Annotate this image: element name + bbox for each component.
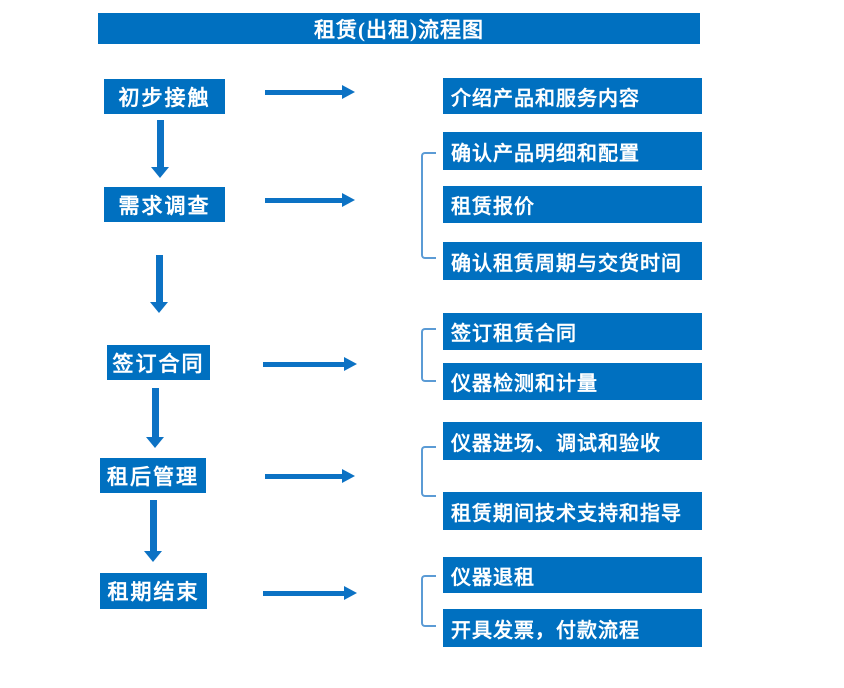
group-bracket-rental-end	[421, 575, 436, 627]
right-arrow-head	[342, 193, 355, 207]
right-arrow-head	[344, 586, 357, 600]
step-box-sign-contract: 签订合同	[107, 345, 210, 380]
detail-box-confirm-period-delivery: 确认租赁周期与交货时间	[443, 242, 702, 280]
right-arrow-4	[265, 469, 355, 483]
right-arrow-head	[342, 469, 355, 483]
step-box-post-rental-management: 租后管理	[100, 458, 206, 493]
down-arrow-shaft	[156, 120, 164, 168]
right-arrow-head	[342, 85, 355, 99]
down-arrow-head	[150, 302, 168, 313]
page-title: 租赁(出租)流程图	[98, 13, 700, 44]
right-arrow-shaft	[265, 197, 343, 203]
detail-box-rental-quotation: 租赁报价	[443, 186, 702, 223]
down-arrow-head	[151, 167, 169, 178]
step-box-demand-survey: 需求调查	[104, 187, 225, 222]
down-arrow-head	[146, 437, 164, 448]
right-arrow-2	[265, 193, 355, 207]
group-bracket-demand-survey	[421, 152, 436, 259]
right-arrow-1	[265, 85, 355, 99]
detail-box-technical-support: 租赁期间技术支持和指导	[443, 492, 702, 530]
detail-box-introduce-products: 介绍产品和服务内容	[443, 78, 702, 114]
detail-box-instrument-return: 仪器退租	[443, 557, 702, 593]
down-arrow-head	[144, 551, 162, 562]
down-arrow-2	[150, 255, 168, 313]
down-arrow-3	[146, 388, 164, 448]
right-arrow-3	[263, 357, 357, 371]
down-arrow-shaft	[155, 255, 163, 303]
step-box-rental-end: 租期结束	[100, 573, 207, 609]
detail-box-instrument-testing: 仪器检测和计量	[443, 363, 702, 400]
right-arrow-head	[344, 357, 357, 371]
group-bracket-post-rental	[421, 446, 436, 497]
down-arrow-shaft	[149, 500, 157, 552]
detail-box-confirm-product-config: 确认产品明细和配置	[443, 132, 702, 170]
right-arrow-5	[263, 586, 357, 600]
right-arrow-shaft	[265, 89, 343, 95]
down-arrow-1	[151, 120, 169, 178]
right-arrow-shaft	[265, 473, 343, 479]
group-bracket-sign-contract	[421, 328, 436, 382]
detail-box-instrument-setup: 仪器进场、调试和验收	[443, 422, 702, 460]
down-arrow-shaft	[151, 388, 159, 438]
detail-box-sign-rental-contract: 签订租赁合同	[443, 313, 702, 350]
right-arrow-shaft	[263, 590, 345, 596]
detail-box-invoice-payment: 开具发票，付款流程	[443, 609, 702, 647]
right-arrow-shaft	[263, 361, 345, 367]
step-box-initial-contact: 初步接触	[104, 79, 225, 114]
down-arrow-4	[144, 500, 162, 562]
